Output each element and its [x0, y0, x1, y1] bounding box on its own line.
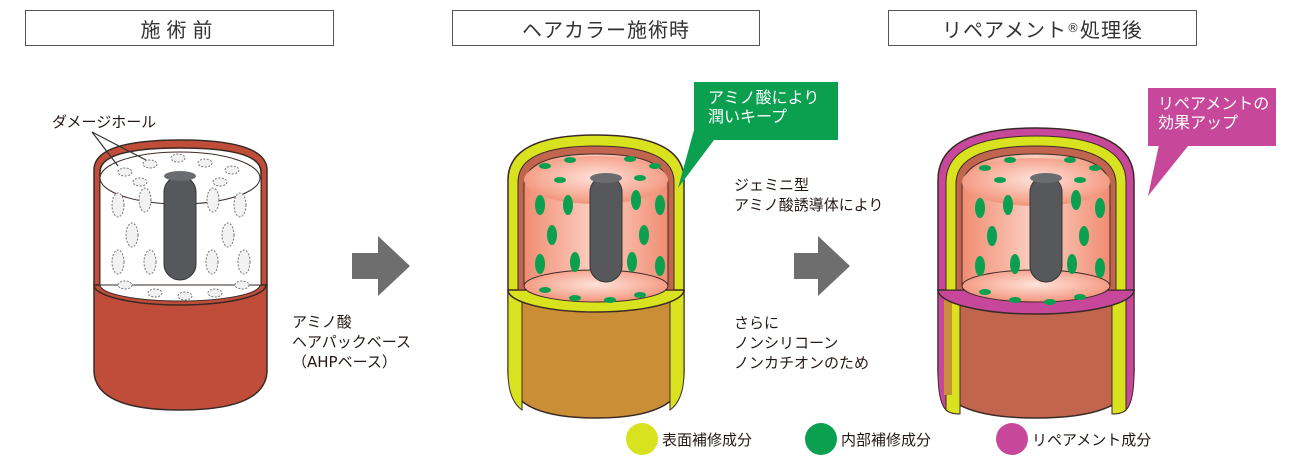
step2-description-top: ジェミニ型 アミノ酸誘導体により — [734, 175, 883, 215]
legend-internal-repair: 内部補修成分 — [805, 423, 931, 455]
callout-pink — [1148, 88, 1276, 196]
legend-surface-repair: 表面補修成分 — [626, 423, 752, 455]
step2-description-bottom: さらに ノンシリコーン ノンカチオンのため — [734, 313, 869, 373]
registered-mark: ® — [1067, 21, 1080, 35]
medulla-core — [589, 175, 623, 283]
stage-title-after-repairment: リペアメント®処理後 — [888, 10, 1197, 46]
stage-title-before: 施術前 — [25, 10, 334, 46]
text-line: ヘアパックベース — [292, 333, 411, 351]
legend-label: 内部補修成分 — [841, 430, 932, 449]
legend-label: 表面補修成分 — [662, 430, 753, 449]
stage-title-during-color: ヘアカラー施術時 — [452, 10, 760, 46]
callout-line: 効果アップ — [1158, 113, 1239, 132]
legend-pink-dot-icon — [996, 423, 1028, 455]
hair-shaft — [93, 284, 268, 411]
step1-description: アミノ酸 ヘアパックベース （AHPベース） — [292, 312, 411, 372]
internal-repair-particles — [535, 156, 665, 303]
legend-label: リペアメント成分 — [1032, 430, 1152, 449]
callout-green-text: アミノ酸により 潤いキープ — [708, 88, 819, 126]
text-line: ノンシリコーン — [734, 334, 839, 352]
arrow-right-icon — [794, 236, 850, 296]
callout-green — [678, 82, 838, 188]
medulla-core — [163, 175, 197, 281]
stage-title-suffix: 処理後 — [1080, 17, 1143, 42]
internal-repair-particles — [975, 157, 1105, 305]
stage-title-text: 施術前 — [140, 17, 219, 42]
hair-during-color — [507, 134, 685, 419]
hair-after-repairment — [937, 127, 1135, 419]
text-line: アミノ酸 — [292, 313, 352, 331]
hair-before — [91, 131, 268, 411]
legend-yellow-dot-icon — [626, 423, 658, 455]
text-line: さらに — [734, 314, 780, 332]
medulla-core — [1029, 175, 1063, 283]
callout-pink-text: リペアメントの 効果アップ — [1158, 94, 1269, 132]
text-line: ノンカチオンのため — [734, 354, 870, 372]
callout-line: リペアメントの — [1158, 94, 1270, 113]
text-line: ジェミニ型 — [734, 176, 810, 194]
callout-line: アミノ酸により — [708, 88, 820, 107]
stage-title-text: ヘアカラー施術時 — [522, 17, 690, 42]
arrow-right-icon — [352, 236, 410, 296]
callout-line: 潤いキープ — [708, 107, 788, 126]
damage-holes — [111, 153, 251, 301]
legend-repairment: リペアメント成分 — [996, 423, 1151, 455]
text-line: アミノ酸誘導体により — [734, 196, 884, 214]
stage-title-text: リペアメント — [942, 17, 1067, 42]
damage-hole-label: ダメージホール — [52, 113, 157, 131]
legend-green-dot-icon — [805, 423, 837, 455]
text-line: （AHPベース） — [292, 353, 397, 371]
